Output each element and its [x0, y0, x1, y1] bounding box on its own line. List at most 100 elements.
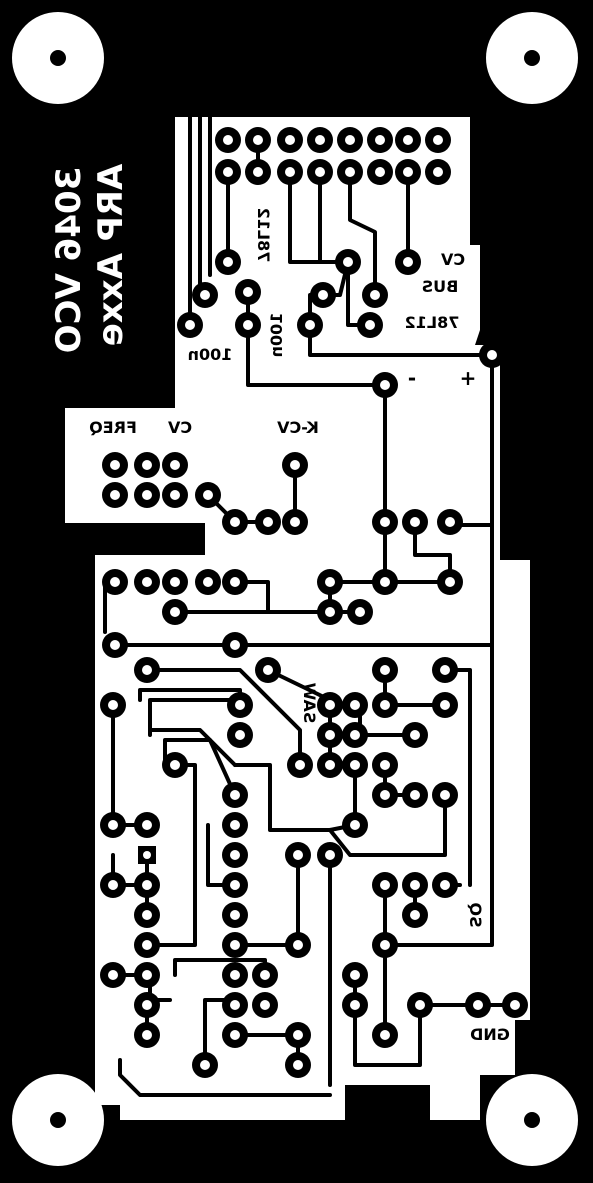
pad — [357, 312, 383, 338]
pad — [195, 482, 221, 508]
board-subtitle: ARP Axxe — [91, 164, 131, 346]
label-cv-bus-bus: BUS — [422, 277, 459, 296]
pad — [317, 599, 343, 625]
pad — [162, 452, 188, 478]
pad — [222, 509, 248, 535]
label-kcv: K-CV — [277, 418, 319, 437]
pad — [317, 842, 343, 868]
pad — [372, 692, 398, 718]
label-minus: - — [408, 366, 416, 390]
pad — [222, 932, 248, 958]
pad — [287, 752, 313, 778]
label-saw: SAW — [300, 682, 319, 723]
pad — [342, 692, 368, 718]
pad — [134, 452, 160, 478]
pad — [372, 657, 398, 683]
pad — [297, 312, 323, 338]
pad — [227, 722, 253, 748]
pad — [402, 722, 428, 748]
pad — [277, 159, 303, 185]
pad — [367, 159, 393, 185]
pad — [395, 127, 421, 153]
pin1-square-pad-hole — [143, 851, 151, 859]
board-title: 3046 VCO — [49, 167, 89, 354]
label-78l12: 78L12 — [405, 313, 460, 332]
pad — [425, 159, 451, 185]
pad — [402, 509, 428, 535]
pad — [317, 569, 343, 595]
pad — [235, 312, 261, 338]
label-100n-right: 100n — [267, 313, 286, 358]
pad — [192, 282, 218, 308]
mounting-hole-top-left — [12, 12, 104, 104]
pad — [134, 569, 160, 595]
pad — [102, 452, 128, 478]
pad — [215, 249, 241, 275]
label-78l12-vertical: 78L12 — [254, 208, 273, 263]
pad — [342, 752, 368, 778]
pad — [177, 312, 203, 338]
pad — [372, 752, 398, 778]
copper-pour — [65, 117, 530, 1120]
pad — [432, 782, 458, 808]
pad — [162, 752, 188, 778]
pad — [372, 372, 398, 398]
pad — [255, 509, 281, 535]
pad — [372, 872, 398, 898]
label-cv-bus-cv: CV — [440, 250, 465, 269]
pad — [307, 159, 333, 185]
pad — [310, 282, 336, 308]
pad — [372, 1022, 398, 1048]
pad — [222, 782, 248, 808]
label-sq: SQ — [466, 902, 485, 927]
pad — [222, 632, 248, 658]
pad — [222, 842, 248, 868]
pad — [134, 962, 160, 988]
pad — [102, 632, 128, 658]
mounting-hole-bottom-left — [12, 1074, 104, 1166]
pad — [372, 569, 398, 595]
pad — [215, 127, 241, 153]
pad — [317, 692, 343, 718]
label-100n-left: 100n — [188, 345, 233, 364]
label-plus: + — [460, 366, 477, 390]
pad — [402, 782, 428, 808]
pad — [245, 127, 271, 153]
pad — [252, 992, 278, 1018]
pad — [317, 722, 343, 748]
pad — [222, 962, 248, 988]
pad — [134, 932, 160, 958]
mounting-hole-top-right — [486, 12, 578, 104]
pad — [255, 657, 281, 683]
label-gnd: GND — [470, 1025, 510, 1044]
pad — [222, 902, 248, 928]
pad — [285, 1052, 311, 1078]
pad — [134, 992, 160, 1018]
pad — [195, 569, 221, 595]
pad — [100, 812, 126, 838]
pad — [285, 932, 311, 958]
pad — [367, 127, 393, 153]
pad — [342, 992, 368, 1018]
pad — [395, 159, 421, 185]
pad — [342, 812, 368, 838]
pad — [502, 992, 528, 1018]
pad — [479, 342, 505, 368]
pad — [222, 1022, 248, 1048]
pad — [162, 482, 188, 508]
pad — [335, 249, 361, 275]
pad — [100, 872, 126, 898]
pad — [222, 569, 248, 595]
pad — [307, 127, 333, 153]
pad — [282, 509, 308, 535]
pad — [362, 282, 388, 308]
labels: 3046 VCO ARP Axxe 100n 100n 78L12 78L12 … — [49, 164, 510, 1044]
pad — [432, 657, 458, 683]
pad — [372, 782, 398, 808]
pad — [372, 932, 398, 958]
pad — [317, 752, 343, 778]
pad — [134, 812, 160, 838]
pad — [402, 902, 428, 928]
pad — [235, 279, 261, 305]
